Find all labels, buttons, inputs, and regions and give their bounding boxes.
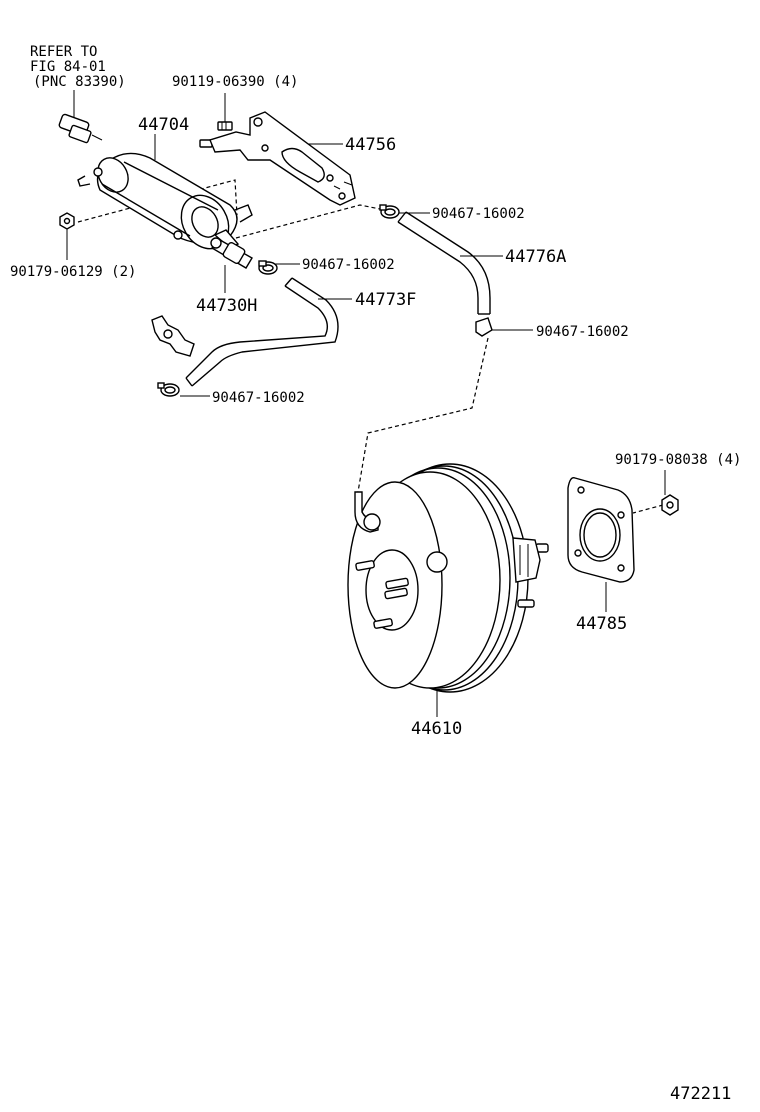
label-44704: 44704 bbox=[138, 115, 189, 135]
bracket-44756 bbox=[209, 111, 356, 206]
label-90179-08038: 90179-08038 (4) bbox=[615, 452, 741, 468]
vacuum-tank-44704 bbox=[77, 152, 253, 250]
label-90467-16002-c: 90467-16002 bbox=[536, 324, 629, 340]
nut-90179-08038 bbox=[661, 494, 679, 516]
refer-note-line-1: REFER TO bbox=[30, 44, 97, 60]
hose-clamp-bracket bbox=[151, 315, 195, 357]
clip-90467-d bbox=[157, 382, 180, 397]
refer-note-line-2: FIG 84-01 bbox=[30, 59, 106, 75]
booster-studs bbox=[355, 543, 549, 629]
diagram-number: 472211 bbox=[670, 1084, 731, 1104]
callout-labels: REFER TO FIG 84-01 (PNC 83390) 90119-063… bbox=[10, 44, 741, 1104]
dashed-connection-lines bbox=[77, 179, 664, 514]
clip-90467-b bbox=[258, 260, 278, 275]
label-90467-16002-d: 90467-16002 bbox=[212, 390, 305, 406]
check-valve-44730H bbox=[210, 237, 253, 269]
hose-44773F bbox=[185, 277, 339, 387]
label-90467-16002-b: 90467-16002 bbox=[302, 257, 395, 273]
label-90119-06390: 90119-06390 (4) bbox=[172, 74, 298, 90]
nut-90179-06129 bbox=[59, 212, 75, 230]
vacuum-switch-part bbox=[58, 113, 103, 144]
brake-booster-44610 bbox=[347, 463, 549, 693]
label-44785: 44785 bbox=[576, 614, 627, 634]
label-44610: 44610 bbox=[411, 719, 462, 739]
gasket-44785 bbox=[567, 477, 635, 583]
hose-44776A bbox=[397, 211, 491, 315]
clip-90467-c bbox=[475, 317, 493, 337]
label-44756: 44756 bbox=[345, 135, 396, 155]
refer-note-line-3: (PNC 83390) bbox=[33, 74, 126, 90]
label-44776A: 44776A bbox=[505, 247, 566, 267]
label-90179-06129: 90179-06129 (2) bbox=[10, 264, 136, 280]
label-90467-16002-a: 90467-16002 bbox=[432, 206, 525, 222]
label-44730H: 44730H bbox=[196, 296, 257, 316]
clip-90467-a bbox=[379, 204, 400, 219]
label-44773F: 44773F bbox=[355, 290, 416, 310]
